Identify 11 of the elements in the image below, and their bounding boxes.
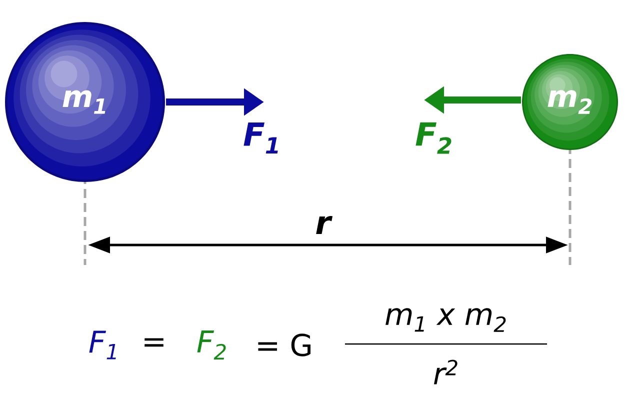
sphere: m$_{1}$ [5,22,165,182]
distance-label: r [316,216,333,234]
formula-term: r$^{2}$ [434,360,458,384]
sphere: m$_{2}$ [522,54,618,150]
formula-term: = [144,338,164,347]
formula-term: F$_{1}$ [89,330,116,360]
formula-term: m$_{1}$ x m$_{2}$ [386,308,506,332]
formula-term: = G [258,334,310,356]
force-label: F$_{2}$ [416,122,452,154]
formula-term: F$_{2}$ [197,330,226,360]
force-label: F$_{1}$ [244,122,278,154]
